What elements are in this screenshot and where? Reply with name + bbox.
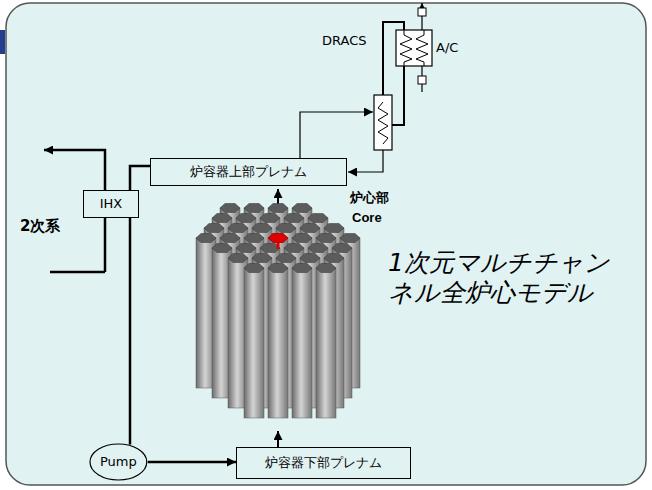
part-label: 炉心部	[350, 190, 389, 206]
fuel-column-top	[228, 254, 248, 263]
pipe-connector	[148, 461, 236, 464]
air-cooler-coil	[400, 30, 412, 66]
fuel-column-top	[244, 264, 264, 273]
fuel-column-top	[300, 254, 320, 263]
fuel-column-top	[276, 224, 296, 233]
dracs-pipe	[300, 112, 373, 158]
fuel-column-top	[252, 224, 272, 233]
part-label: DRACS	[322, 33, 367, 49]
fuel-column	[292, 268, 312, 418]
node-text: Pump	[100, 454, 137, 470]
fuel-column	[244, 268, 264, 418]
fuel-column-top	[212, 244, 232, 253]
pipe-connector	[129, 218, 132, 445]
fuel-column-top	[324, 224, 344, 233]
model-caption: 1次元マルチチャンネル全炉心モデル	[388, 248, 620, 308]
fuel-column-top	[292, 264, 312, 273]
background-panel	[6, 3, 646, 485]
fuel-column-top	[236, 244, 256, 253]
node-text: IHX	[100, 196, 123, 212]
node-text: 炉容器上部プレナム	[190, 164, 307, 180]
fuel-column-top	[292, 204, 312, 213]
fuel-column-top	[284, 244, 304, 253]
damper-symbol	[418, 8, 426, 16]
fuel-column-top	[332, 244, 352, 253]
fuel-column-top	[196, 234, 216, 243]
air-cooler	[396, 30, 432, 66]
damper-symbol	[418, 76, 426, 84]
fuel-column-top	[276, 254, 296, 263]
dracs-heat-exchanger	[374, 95, 392, 150]
fuel-column-top	[316, 234, 336, 243]
fuel-column-top	[228, 224, 248, 233]
fuel-column-top	[292, 234, 312, 243]
fuel-column	[268, 268, 288, 418]
fuel-column-top	[284, 214, 304, 223]
pump-outline	[90, 444, 147, 480]
node-text: 炉容器下部プレナム	[265, 455, 382, 471]
heat-exchanger-box: IHX	[83, 190, 139, 218]
air-cooler-coil	[416, 30, 428, 66]
fuel-column-top	[244, 234, 264, 243]
core-illustration	[196, 204, 360, 419]
fuel-column-top	[308, 244, 328, 253]
dracs-pipe	[348, 150, 383, 172]
flow-arrow	[277, 189, 279, 204]
secondary-pipe	[50, 271, 105, 274]
fuel-column	[316, 268, 336, 418]
part-label: A/C	[436, 40, 458, 56]
fuel-column-top	[268, 204, 288, 213]
fuel-column-top	[316, 264, 336, 273]
edge-mark	[0, 30, 5, 54]
fuel-column-top	[268, 264, 288, 273]
fuel-column-top	[324, 254, 344, 263]
part-label: Core	[352, 210, 382, 226]
fuel-column-top	[260, 214, 280, 223]
target-channel-top	[268, 234, 288, 243]
fuel-column-top	[204, 224, 224, 233]
fuel-column-top	[268, 234, 288, 243]
fuel-column-top	[220, 234, 240, 243]
plenum-box: 炉容器下部プレナム	[236, 447, 411, 479]
flow-arrow	[277, 431, 279, 447]
dracs-coil	[378, 102, 388, 144]
air-outlet-arrow	[421, 3, 422, 8]
pump-circle: Pump	[89, 443, 148, 481]
fuel-column-top	[340, 234, 360, 243]
plenum-box: 炉容器上部プレナム	[150, 158, 347, 186]
fuel-column-top	[236, 214, 256, 223]
pipe-connector	[130, 166, 150, 190]
fuel-column-top	[308, 214, 328, 223]
fuel-column-top	[300, 224, 320, 233]
fuel-column-top	[244, 204, 264, 213]
fuel-column-top	[212, 214, 232, 223]
part-label: 2次系	[20, 217, 60, 235]
fuel-column-top	[252, 254, 272, 263]
fuel-column-top	[220, 204, 240, 213]
